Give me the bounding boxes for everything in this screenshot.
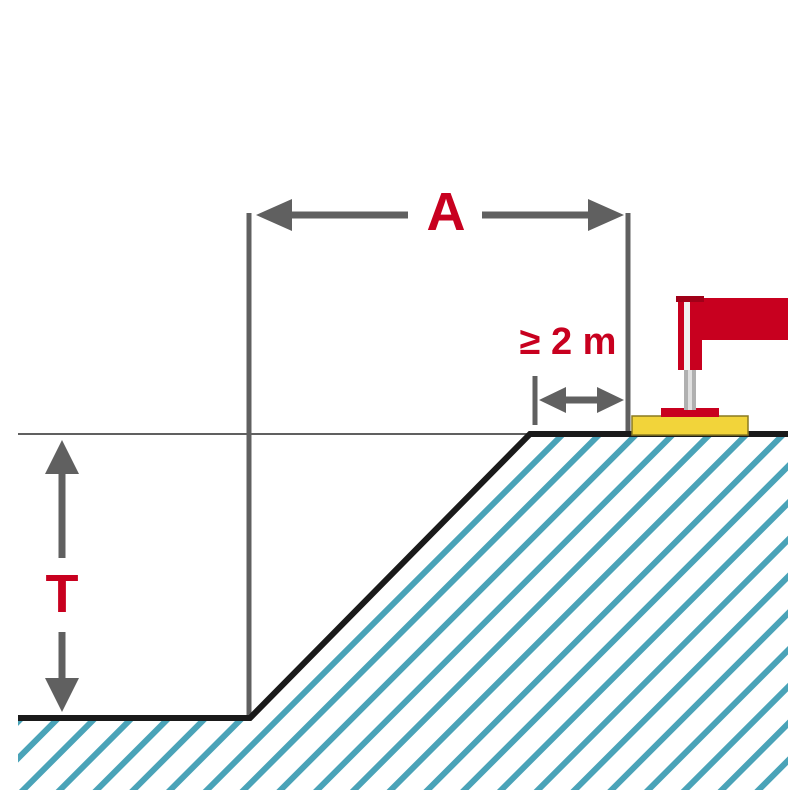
dimension-min-distance: ≥ 2 m	[520, 321, 624, 413]
soil-hatch	[18, 434, 788, 790]
dimension-t-label: T	[46, 564, 79, 624]
warning-flag-icon	[631, 296, 788, 436]
dimension-t: T	[45, 440, 79, 712]
dimension-a: A	[256, 182, 624, 242]
min-distance-label: ≥ 2 m	[520, 321, 617, 363]
dimension-a-label: A	[427, 182, 466, 242]
